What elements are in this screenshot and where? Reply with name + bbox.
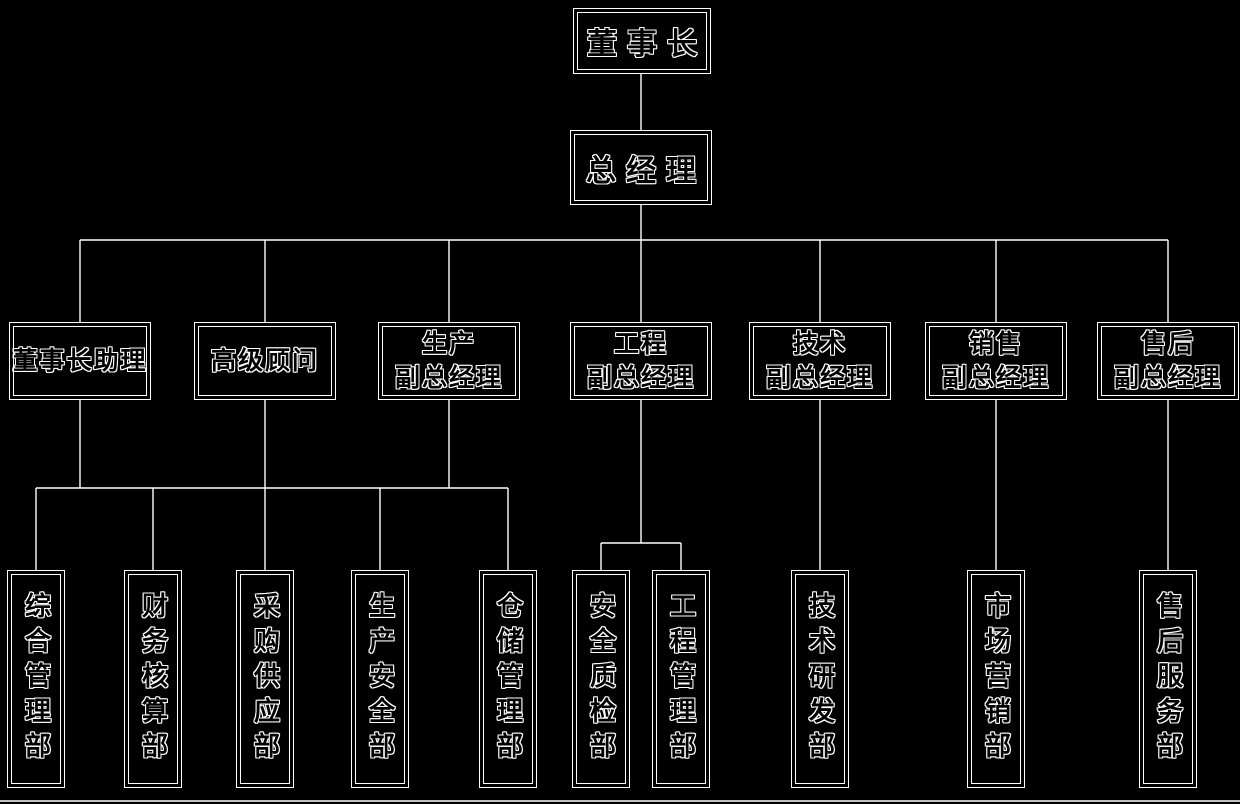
node-sales-vp: 销售副总经理 [925, 322, 1067, 400]
node-engineering-management-dept: 工程管理部 [652, 570, 710, 788]
node-technology-rnd-dept-label: 技术研发部 [804, 591, 835, 767]
node-sales-vp-label: 销售 [968, 329, 1023, 359]
node-chairman: 董事长 [573, 8, 711, 74]
node-general-management-dept: 综合管理部 [7, 570, 65, 788]
node-safety-quality-dept-label: 安全质检部 [585, 591, 616, 767]
node-marketing-dept-label: 市场营销部 [980, 591, 1011, 767]
node-aftersales-service-dept-label: 售后服务部 [1152, 591, 1183, 767]
node-general-manager: 总经理 [570, 130, 712, 205]
node-technology-vp-label: 技术 [792, 329, 847, 359]
node-chairman-label: 董事长 [587, 27, 707, 62]
node-production-safety-dept: 生产安全部 [351, 570, 409, 788]
node-engineering-vp: 工程副总经理 [570, 322, 712, 400]
node-technology-vp-label: 副总经理 [765, 363, 874, 392]
node-aftersales-vp: 售后副总经理 [1097, 322, 1239, 400]
node-financial-accounting-dept: 财务核算部 [124, 570, 182, 788]
node-financial-accounting-dept-label: 财务核算部 [137, 591, 168, 767]
node-aftersales-service-dept: 售后服务部 [1139, 570, 1197, 788]
node-warehouse-management-dept-label: 仓储管理部 [492, 591, 523, 767]
node-aftersales-vp-label: 售后 [1140, 329, 1195, 359]
node-procurement-supply-dept-label: 采购供应部 [249, 591, 280, 767]
node-chairman-assistant-label: 董事长助理 [12, 346, 148, 376]
node-procurement-supply-dept: 采购供应部 [236, 570, 294, 788]
node-senior-advisor-label: 高级顾问 [210, 346, 319, 376]
node-engineering-vp-label: 工程 [613, 329, 668, 359]
node-chairman-assistant: 董事长助理 [9, 322, 151, 400]
node-sales-vp-label: 副总经理 [941, 363, 1050, 392]
node-technology-rnd-dept: 技术研发部 [791, 570, 849, 788]
node-technology-vp: 技术副总经理 [749, 322, 891, 400]
node-general-manager-label: 总经理 [586, 153, 706, 189]
node-senior-advisor: 高级顾问 [194, 322, 336, 400]
node-safety-quality-dept: 安全质检部 [572, 570, 630, 788]
node-production-safety-dept-label: 生产安全部 [364, 591, 395, 767]
node-marketing-dept: 市场营销部 [967, 570, 1025, 788]
node-warehouse-management-dept: 仓储管理部 [479, 570, 537, 788]
node-production-vp-label: 副总经理 [394, 363, 503, 392]
node-production-vp: 生产副总经理 [378, 322, 520, 400]
node-engineering-vp-label: 副总经理 [586, 363, 695, 392]
node-production-vp-label: 生产 [421, 329, 476, 359]
node-aftersales-vp-label: 副总经理 [1113, 363, 1222, 392]
node-engineering-management-dept-label: 工程管理部 [665, 591, 696, 767]
node-general-management-dept-label: 综合管理部 [20, 591, 51, 767]
